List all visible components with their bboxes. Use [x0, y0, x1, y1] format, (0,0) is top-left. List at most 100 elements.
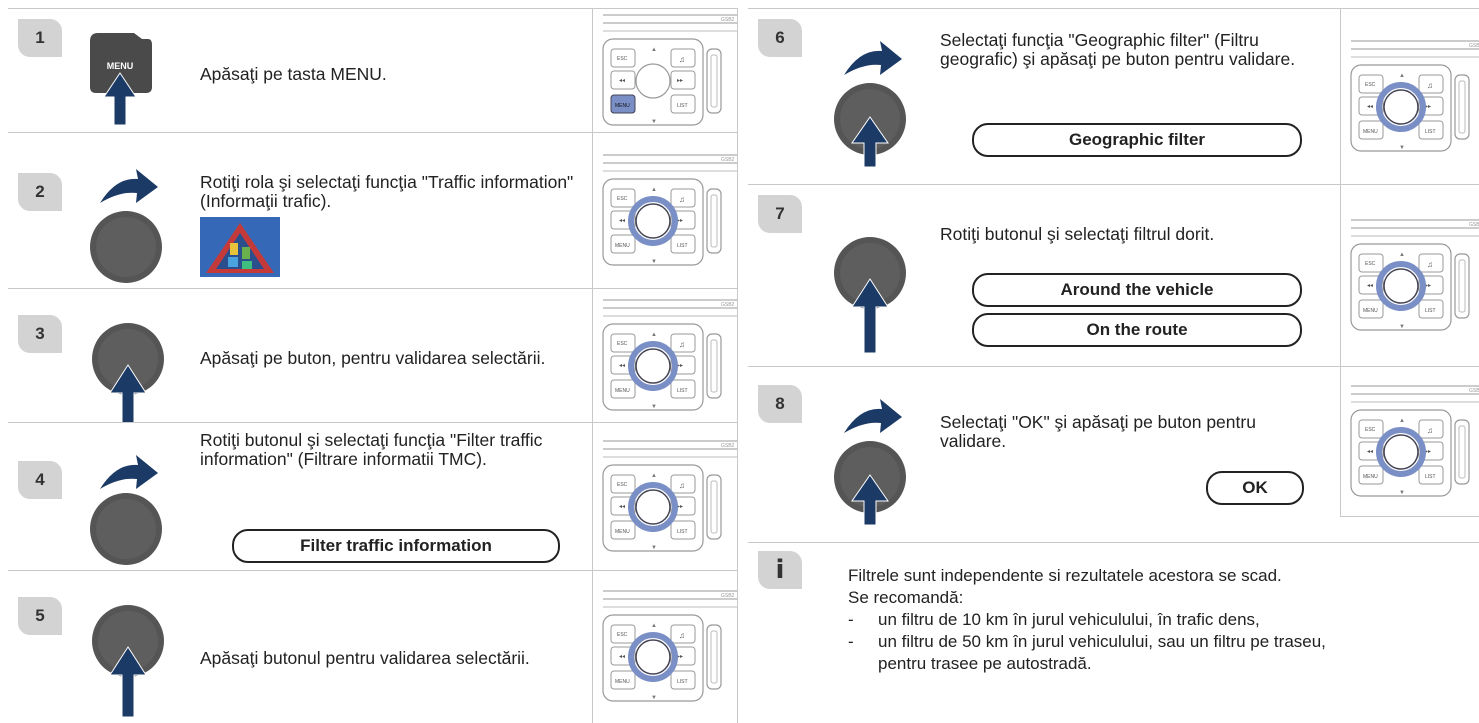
press-knob-icon	[92, 605, 164, 717]
press-knob-icon	[92, 323, 164, 423]
svg-text:LIST: LIST	[1425, 308, 1436, 314]
svg-text:♫: ♫	[1427, 426, 1433, 435]
svg-text:LIST: LIST	[1425, 129, 1436, 135]
step-text: Apăsaţi pe buton, pentru validarea selec…	[200, 348, 546, 368]
svg-text:▸▸: ▸▸	[677, 363, 683, 369]
svg-text:▲: ▲	[651, 47, 657, 53]
menu-key-icon: MENU	[86, 29, 156, 126]
step-4: 4 Rotiţi butonul şi selectaţi funcţia "F…	[8, 422, 738, 571]
svg-text:MENU: MENU	[615, 679, 630, 685]
svg-text:▸▸: ▸▸	[1425, 283, 1431, 289]
svg-text:LIST: LIST	[677, 529, 688, 535]
rotate-knob-icon	[90, 455, 162, 565]
step-number: 8	[758, 385, 802, 423]
svg-text:♫: ♫	[679, 340, 685, 349]
ok-button[interactable]: OK	[1206, 471, 1304, 505]
rotate-press-knob-icon	[834, 41, 906, 167]
svg-text:MENU: MENU	[615, 103, 630, 109]
info-bullet-2-cont: pentru trasee pe autostradă.	[878, 654, 1092, 673]
svg-text:GSB2: GSB2	[721, 157, 735, 163]
svg-text:▸▸: ▸▸	[1425, 104, 1431, 110]
svg-text:▼: ▼	[1399, 490, 1405, 496]
svg-text:LIST: LIST	[1425, 474, 1436, 480]
svg-text:▼: ▼	[1399, 145, 1405, 151]
step-text: Rotiţi butonul şi selectaţi funcţia "Fil…	[200, 430, 543, 469]
svg-text:GSB2: GSB2	[721, 302, 735, 308]
svg-text:ESC: ESC	[617, 341, 628, 347]
svg-text:▲: ▲	[651, 187, 657, 193]
step-text: Apăsaţi pe tasta MENU.	[200, 64, 387, 84]
svg-text:▸▸: ▸▸	[677, 218, 683, 224]
svg-text:▲: ▲	[1399, 73, 1405, 79]
step-text: Apăsaţi butonul pentru validarea selectă…	[200, 648, 530, 668]
step-2: 2 Rotiţi rola şi selectaţi funcţia "Traf…	[8, 132, 738, 289]
svg-text:▲: ▲	[651, 473, 657, 479]
svg-text:GSB2: GSB2	[1469, 222, 1479, 228]
step-6: 6 Selectaţi funcţia "Geographic filter" …	[748, 8, 1479, 185]
rotate-press-knob-icon	[834, 399, 906, 525]
svg-text:MENU: MENU	[615, 529, 630, 535]
step-text: Rotiţi rola şi selectaţi funcţia "Traffi…	[200, 172, 574, 211]
svg-text:MENU: MENU	[1363, 474, 1378, 480]
svg-text:LIST: LIST	[677, 103, 688, 109]
svg-text:ESC: ESC	[1365, 427, 1376, 433]
left-column: 1 MENU Apăsaţi pe tasta MENU. GSB2ESC◂◂M…	[8, 8, 738, 723]
svg-text:▲: ▲	[1399, 418, 1405, 424]
svg-text:GSB2: GSB2	[721, 443, 735, 449]
step-text: Selectaţi "OK" şi apăsaţi pe buton pentr…	[940, 412, 1256, 451]
step-1: 1 MENU Apăsaţi pe tasta MENU. GSB2ESC◂◂M…	[8, 8, 738, 133]
svg-text:◂◂: ◂◂	[1367, 104, 1373, 110]
svg-text:◂◂: ◂◂	[619, 78, 625, 84]
svg-text:♫: ♫	[1427, 81, 1433, 90]
svg-text:▲: ▲	[651, 623, 657, 629]
svg-text:▲: ▲	[651, 332, 657, 338]
info-line-1: Filtrele sunt independente si rezultatel…	[848, 566, 1282, 585]
geographic-filter-button[interactable]: Geographic filter	[972, 123, 1302, 157]
around-vehicle-button[interactable]: Around the vehicle	[972, 273, 1302, 307]
svg-text:LIST: LIST	[677, 679, 688, 685]
svg-text:▸▸: ▸▸	[1425, 449, 1431, 455]
filter-traffic-info-button[interactable]: Filter traffic information	[232, 529, 560, 563]
svg-text:▲: ▲	[1399, 252, 1405, 258]
svg-text:♫: ♫	[679, 55, 685, 64]
svg-text:ESC: ESC	[1365, 82, 1376, 88]
svg-text:◂◂: ◂◂	[619, 504, 625, 510]
rotate-knob-icon	[90, 169, 162, 283]
step-number: 4	[18, 461, 62, 499]
svg-text:▼: ▼	[651, 404, 657, 410]
step-number: 1	[18, 19, 62, 57]
svg-text:GSB2: GSB2	[1469, 388, 1479, 394]
svg-text:◂◂: ◂◂	[619, 218, 625, 224]
info-line-2: Se recomandă:	[848, 588, 964, 607]
info-bullet-2: -un filtru de 50 km în jurul vehiculului…	[848, 632, 1326, 651]
svg-text:▼: ▼	[651, 119, 657, 125]
on-route-button[interactable]: On the route	[972, 313, 1302, 347]
svg-text:MENU: MENU	[1363, 129, 1378, 135]
svg-text:ESC: ESC	[617, 482, 628, 488]
svg-text:▸▸: ▸▸	[677, 78, 683, 84]
svg-text:▼: ▼	[651, 545, 657, 551]
svg-text:◂◂: ◂◂	[619, 363, 625, 369]
step-number: 2	[18, 173, 62, 211]
svg-text:LIST: LIST	[677, 243, 688, 249]
svg-text:GSB2: GSB2	[721, 17, 735, 23]
traffic-warning-icon	[200, 217, 280, 277]
step-7: 7 Rotiţi butonul şi selectaţi filtrul do…	[748, 184, 1479, 367]
svg-text:MENU: MENU	[615, 243, 630, 249]
svg-text:♫: ♫	[1427, 260, 1433, 269]
svg-text:◂◂: ◂◂	[1367, 283, 1373, 289]
menu-key-label: MENU	[107, 61, 134, 71]
svg-text:▼: ▼	[651, 695, 657, 701]
step-text: Rotiţi butonul şi selectaţi filtrul dori…	[940, 224, 1215, 244]
info-icon: i	[758, 551, 802, 589]
